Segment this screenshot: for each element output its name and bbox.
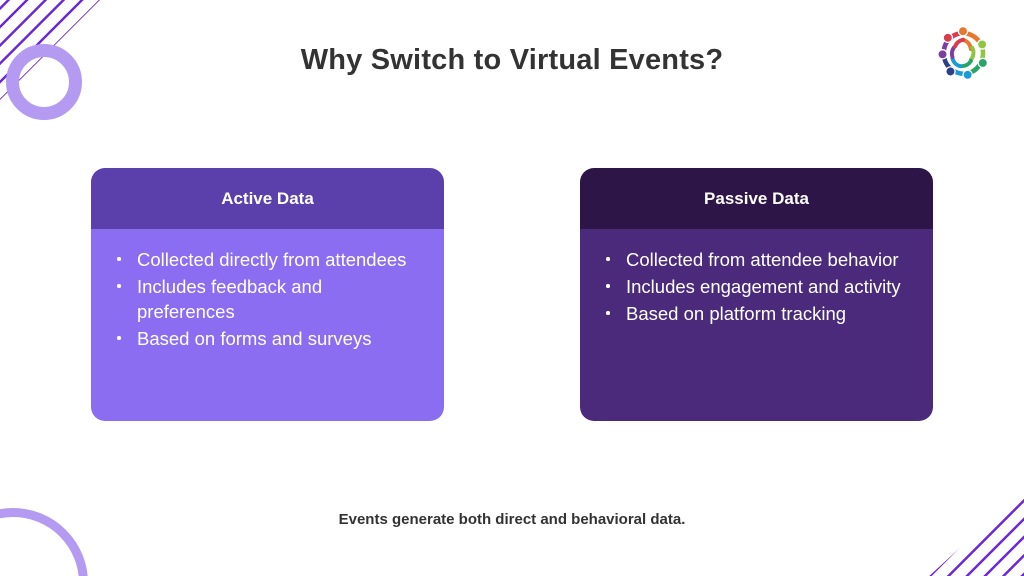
bullet-dot-icon — [606, 257, 610, 261]
list-item-label: Based on forms and surveys — [137, 328, 372, 349]
card-passive-data-body: Collected from attendee behavior Include… — [580, 229, 933, 421]
card-active-data-body: Collected directly from attendees Includ… — [91, 229, 444, 421]
list-item-label: Collected from attendee behavior — [626, 249, 899, 270]
bullet-dot-icon — [117, 336, 121, 340]
list-item-label: Collected directly from attendees — [137, 249, 407, 270]
card-active-data: Active Data Collected directly from atte… — [91, 168, 444, 421]
card-active-data-bullet-list: Collected directly from attendees Includ… — [113, 247, 424, 351]
bullet-dot-icon — [606, 284, 610, 288]
card-active-data-header: Active Data — [91, 168, 444, 229]
bullet-dot-icon — [117, 284, 121, 288]
people-network-logo-icon — [930, 20, 996, 86]
bullet-dot-icon — [606, 311, 610, 315]
footer-caption: Events generate both direct and behavior… — [338, 511, 686, 528]
card-passive-data-header: Passive Data — [580, 168, 933, 229]
page-title: Why Switch to Virtual Events? — [300, 44, 724, 76]
list-item: Collected directly from attendees — [113, 247, 424, 272]
list-item-label: Includes engagement and activity — [626, 276, 901, 297]
list-item: Based on platform tracking — [602, 301, 913, 326]
list-item-label: Based on platform tracking — [626, 303, 847, 324]
card-passive-data: Passive Data Collected from attendee beh… — [580, 168, 933, 421]
bottom-right-stripes-decoration — [914, 480, 1024, 576]
list-item: Collected from attendee behavior — [602, 247, 913, 272]
list-item: Includes feedback and preferences — [113, 274, 424, 324]
bullet-dot-icon — [117, 257, 121, 261]
card-passive-data-bullet-list: Collected from attendee behavior Include… — [602, 247, 913, 326]
list-item: Based on forms and surveys — [113, 326, 424, 351]
list-item: Includes engagement and activity — [602, 274, 913, 299]
list-item-label: Includes feedback and preferences — [137, 276, 323, 322]
